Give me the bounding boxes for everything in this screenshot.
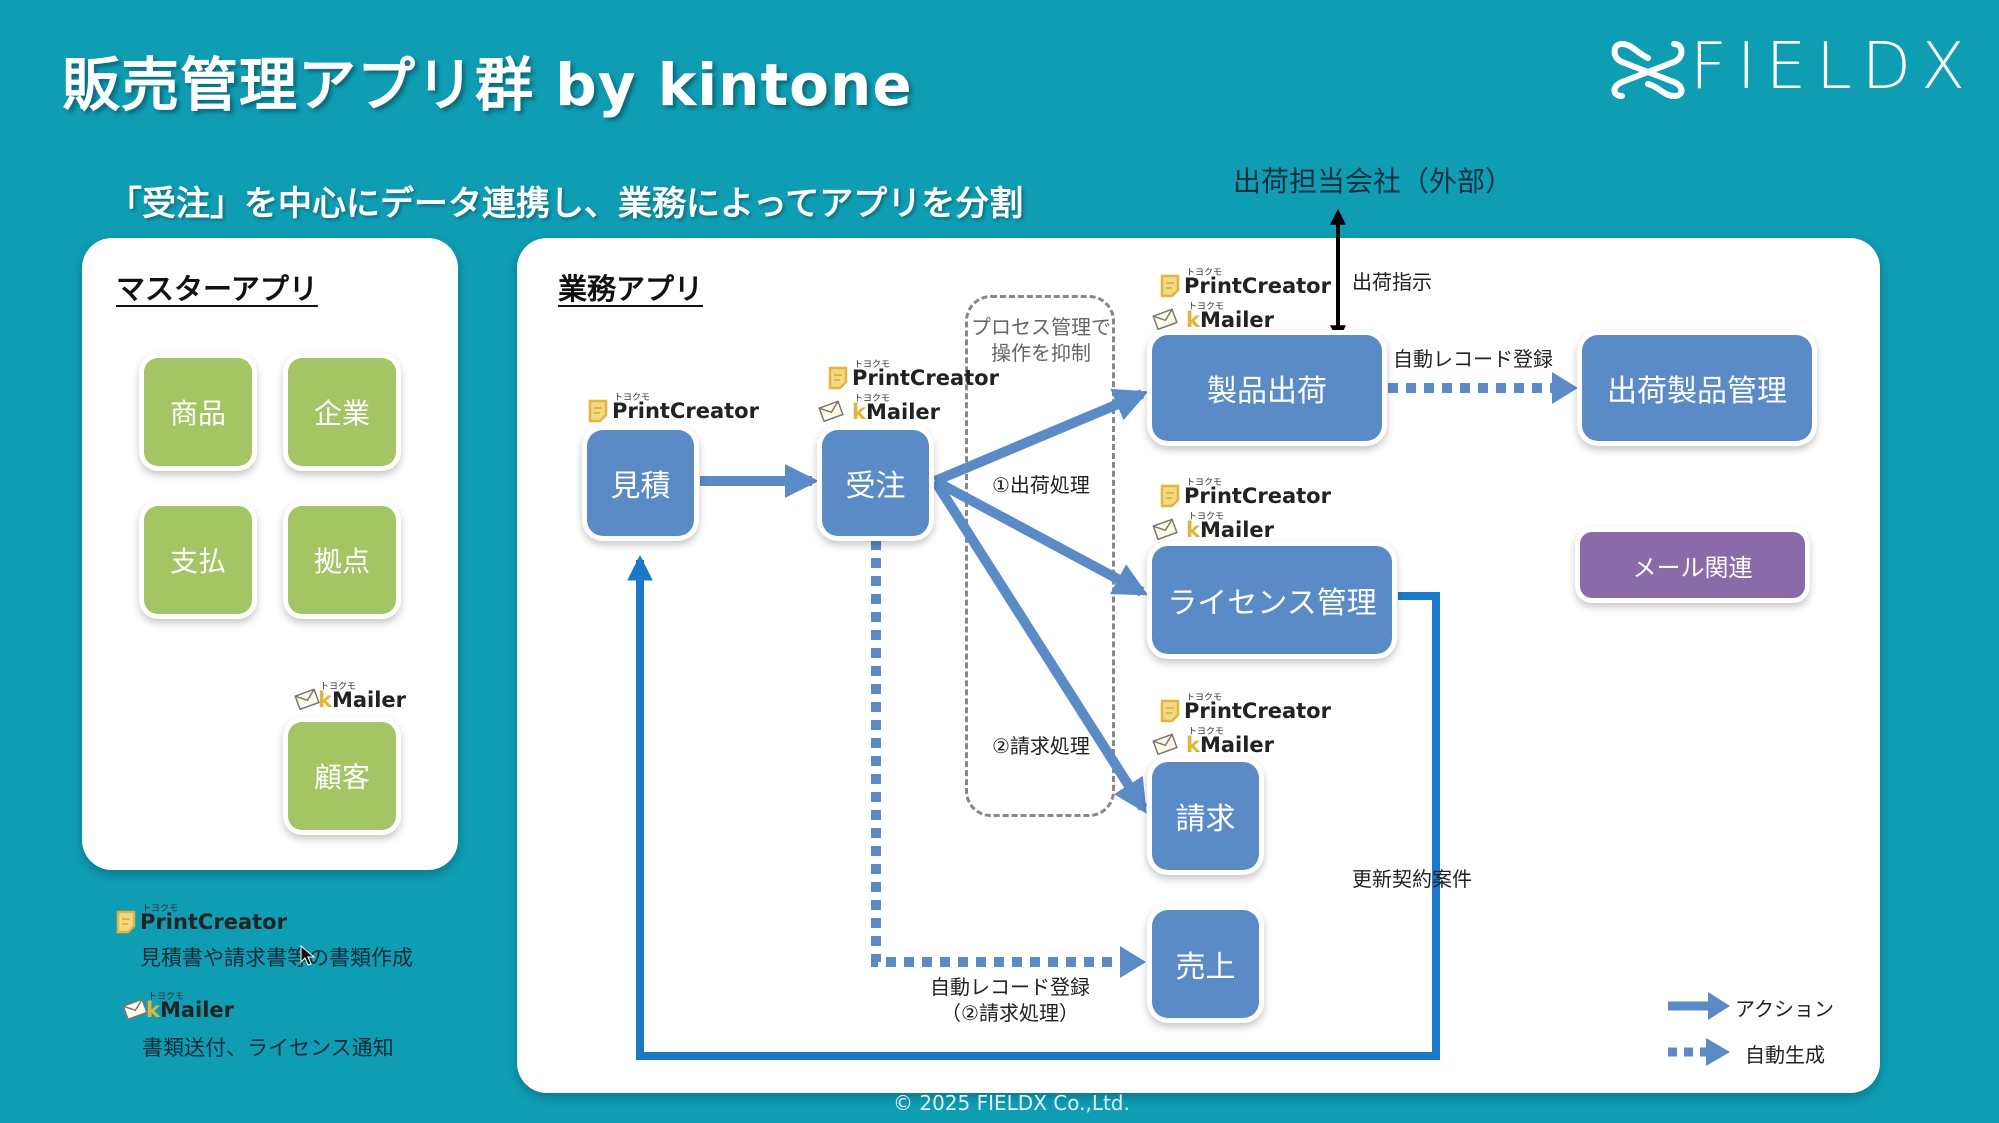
subtitle: 「受注」を中心にデータ連携し、業務によってアプリを分割 bbox=[108, 184, 1024, 224]
master-app-products[interactable]: 商品 bbox=[144, 358, 252, 466]
legend-action-label: アクション bbox=[1735, 997, 1834, 1021]
printcreator-icon bbox=[588, 399, 608, 423]
app-shipment[interactable]: 製品出荷 bbox=[1152, 335, 1382, 441]
master-panel-title: マスターアプリ bbox=[116, 272, 318, 306]
auto-record-label-shipment: 自動レコード登録 bbox=[1393, 347, 1553, 371]
printcreator-icon bbox=[1160, 484, 1180, 508]
billing-process-label: ②請求処理 bbox=[992, 734, 1090, 758]
app-billing[interactable]: 請求 bbox=[1152, 762, 1259, 870]
printcreator-icon bbox=[116, 910, 136, 934]
kmailer-icon bbox=[294, 688, 320, 712]
order-to-license-arrow bbox=[932, 476, 1148, 597]
app-mail[interactable]: メール関連 bbox=[1580, 532, 1805, 598]
legend-auto-label: 自動生成 bbox=[1745, 1043, 1825, 1067]
shipping-instruction-label: 出荷指示 bbox=[1352, 270, 1432, 294]
fieldx-logo bbox=[1608, 34, 1688, 108]
fieldx-logo-text: FIELDX bbox=[1690, 30, 1975, 104]
copyright: © 2025 FIELDX Co.,Ltd. bbox=[893, 1091, 1130, 1115]
printcreator-icon bbox=[828, 366, 848, 390]
order-to-billing-arrow bbox=[930, 478, 1148, 814]
process-control-box bbox=[965, 295, 1115, 817]
master-app-companies[interactable]: 企業 bbox=[288, 358, 396, 466]
master-app-payments[interactable]: 支払 bbox=[144, 506, 252, 614]
kmailer-icon bbox=[1152, 518, 1182, 542]
master-app-customers[interactable]: 顧客 bbox=[288, 722, 396, 830]
fieldx-logo-icon bbox=[1611, 41, 1685, 99]
auto-record-label-sales: 自動レコード登録 （②請求処理） bbox=[930, 975, 1090, 1025]
page-title: 販売管理アプリ群 by kintone bbox=[62, 51, 913, 119]
order-to-sales-auto-arrow bbox=[871, 540, 1125, 967]
kmailer-icon bbox=[818, 400, 848, 424]
renewal-loop-arrow bbox=[627, 554, 1440, 1060]
kmailer-icon bbox=[1152, 308, 1182, 332]
printcreator-icon bbox=[1160, 699, 1180, 723]
process-control-label: プロセス管理で 操作を抑制 bbox=[971, 315, 1111, 365]
external-company-label: 出荷担当会社（外部） bbox=[1233, 165, 1514, 198]
printcreator-icon bbox=[1160, 274, 1180, 298]
mouse-cursor bbox=[300, 944, 316, 971]
sales-auto-arrowhead bbox=[1120, 946, 1146, 978]
renewal-contract-label: 更新契約案件 bbox=[1352, 867, 1472, 891]
app-sales[interactable]: 売上 bbox=[1152, 910, 1259, 1018]
business-panel-title: 業務アプリ bbox=[558, 272, 704, 306]
kmailer-icon bbox=[122, 998, 148, 1022]
kmailer-icon bbox=[1152, 733, 1182, 757]
shipment-auto-arrowhead bbox=[1552, 372, 1578, 404]
app-estimate[interactable]: 見積 bbox=[587, 430, 694, 536]
shipping-process-label: ①出荷処理 bbox=[992, 473, 1090, 497]
order-to-shipment-arrow bbox=[933, 388, 1149, 486]
app-license[interactable]: ライセンス管理 bbox=[1152, 546, 1392, 654]
app-order[interactable]: 受注 bbox=[822, 430, 929, 536]
printcreator-description: 見積書や請求書等の書類作成 bbox=[140, 946, 413, 970]
master-app-bases[interactable]: 拠点 bbox=[288, 506, 396, 614]
app-shipped-products[interactable]: 出荷製品管理 bbox=[1582, 335, 1812, 441]
kmailer-description: 書類送付、ライセンス通知 bbox=[142, 1036, 394, 1060]
